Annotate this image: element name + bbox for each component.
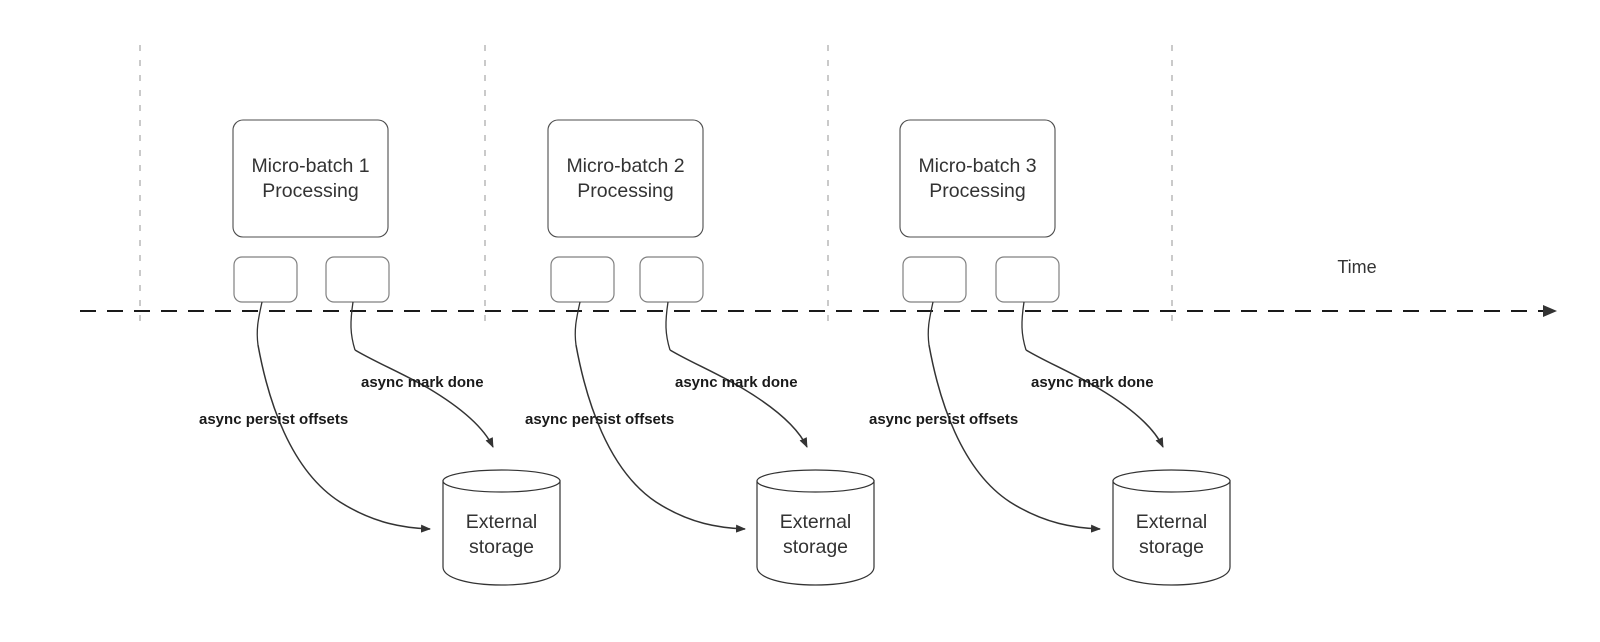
micro-batch-3-label-line1: Micro-batch 3 (918, 155, 1036, 177)
micro-batch-2-storage-label-line2: storage (783, 536, 848, 558)
micro-batch-2-box[interactable] (547, 119, 704, 238)
micro-batch-2-mark-done-arrow (669, 349, 808, 448)
micro-batch-3-external-storage[interactable]: External storage (1112, 469, 1231, 586)
micro-batch-1-task-box-1[interactable] (233, 256, 298, 303)
micro-batch-3-persist-offsets-label: async persist offsets (869, 411, 1018, 428)
micro-batch-1-label-line1: Micro-batch 1 (251, 155, 369, 177)
micro-batch-2-connector-1 (574, 301, 581, 346)
micro-batch-1-connector-2 (350, 301, 356, 351)
micro-batch-2-connector-2 (665, 301, 671, 351)
micro-batch-2-persist-offsets-arrow (575, 344, 746, 533)
micro-batch-1-persist-offsets-arrow (257, 344, 431, 533)
micro-batch-3-task-box-2[interactable] (995, 256, 1060, 303)
micro-batch-group-2: Micro-batch 2 Processing async persist o… (525, 119, 875, 586)
time-axis: Time (80, 257, 1557, 317)
micro-batch-2-task-box-2[interactable] (639, 256, 704, 303)
micro-batch-3-task-box-1[interactable] (902, 256, 967, 303)
time-axis-label: Time (1337, 257, 1376, 277)
micro-batch-1-task-box-2[interactable] (325, 256, 390, 303)
micro-batch-1-mark-done-label: async mark done (361, 374, 484, 391)
micro-batch-1-box[interactable] (232, 119, 389, 238)
micro-batch-2-label-line1: Micro-batch 2 (566, 155, 684, 177)
micro-batch-2-external-storage[interactable]: External storage (756, 469, 875, 586)
micro-batch-1-connector-1 (256, 301, 263, 346)
micro-batch-2-persist-offsets-label: async persist offsets (525, 411, 674, 428)
micro-batch-1-storage-label-line2: storage (469, 536, 534, 558)
micro-batch-2-task-box-1[interactable] (550, 256, 615, 303)
micro-batch-2-mark-done-label: async mark done (675, 374, 798, 391)
micro-batch-3-box[interactable] (899, 119, 1056, 238)
micro-batch-3-connector-1 (927, 301, 934, 346)
micro-batch-2-storage-label-line1: External (780, 511, 852, 533)
micro-batch-3-mark-done-label: async mark done (1031, 374, 1154, 391)
micro-batch-1-external-storage[interactable]: External storage (442, 469, 561, 586)
micro-batch-1-label-line2: Processing (262, 180, 358, 202)
micro-batch-3-storage-label-line2: storage (1139, 536, 1204, 558)
micro-batch-1-persist-offsets-label: async persist offsets (199, 411, 348, 428)
micro-batch-3-storage-label-line1: External (1136, 511, 1208, 533)
micro-batch-group-1: Micro-batch 1 Processing async persist o… (199, 119, 561, 586)
micro-batch-3-label-line2: Processing (929, 180, 1025, 202)
micro-batch-3-connector-2 (1021, 301, 1027, 351)
micro-batch-group-3: Micro-batch 3 Processing async persist o… (869, 119, 1231, 586)
micro-batch-3-mark-done-arrow (1025, 349, 1164, 448)
micro-batch-boundaries (139, 45, 1173, 325)
micro-batch-3-persist-offsets-arrow (928, 344, 1101, 533)
micro-batch-1-storage-label-line1: External (466, 511, 538, 533)
micro-batch-1-mark-done-arrow (354, 349, 494, 448)
micro-batch-2-label-line2: Processing (577, 180, 673, 202)
